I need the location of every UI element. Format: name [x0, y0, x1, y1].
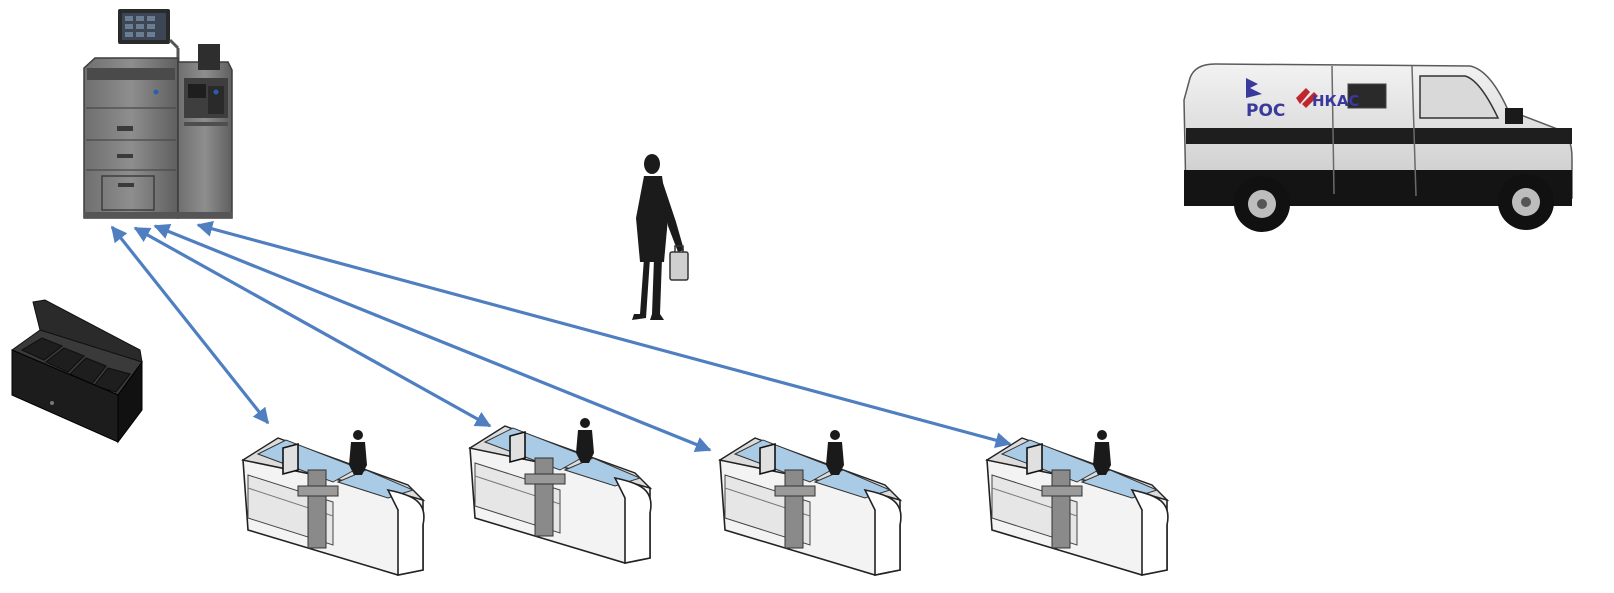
van-logo-part1: РОС: [1246, 101, 1285, 121]
checkout-counter-2: [470, 418, 651, 563]
checkout-counter-icon: [470, 418, 651, 563]
arrow-recycler-checkout-3: [155, 226, 710, 450]
checkout-counter-icon: [720, 430, 901, 575]
checkout-counter-3: [720, 430, 901, 575]
courier-with-bag-icon: [632, 154, 688, 320]
armored-van-icon: РОС НКАС: [1184, 64, 1572, 232]
checkout-counter-icon: [243, 430, 424, 575]
arrow-recycler-checkout-2: [135, 228, 490, 426]
checkout-counter-4: [987, 430, 1168, 575]
checkout-counter-1: [243, 430, 424, 575]
arrow-recycler-checkout-4: [198, 225, 1010, 444]
van-logo-part2: НКАС: [1312, 92, 1359, 110]
checkout-counter-icon: [987, 430, 1168, 575]
cash-drawer-icon: [12, 300, 142, 442]
cash-recycler-machine-icon: [84, 9, 232, 218]
connection-arrows: [112, 225, 1010, 450]
